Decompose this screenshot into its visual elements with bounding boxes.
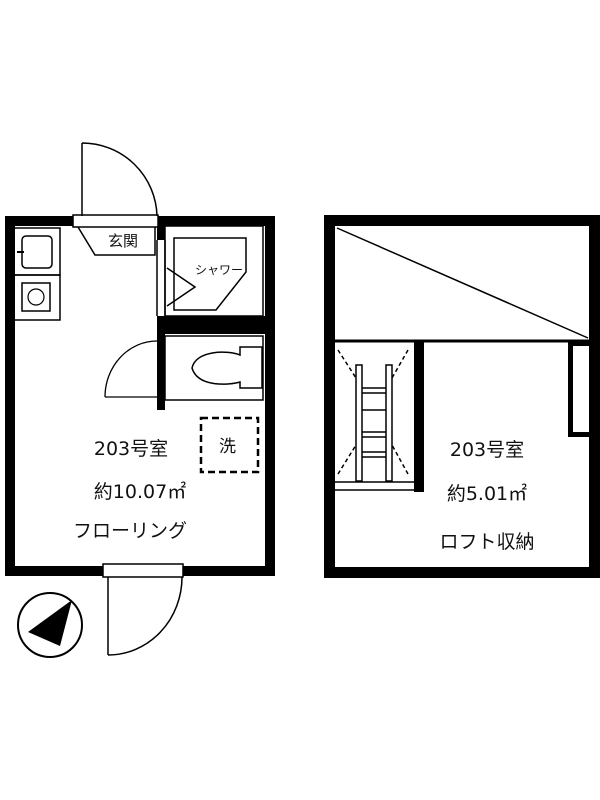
shower-door[interactable]	[166, 267, 197, 307]
loft-area: 約5.01㎡	[447, 482, 527, 505]
compass-icon	[17, 592, 83, 658]
loft-unit	[324, 215, 600, 578]
stove-icon	[21, 282, 51, 312]
balcony-door-frame	[102, 563, 184, 578]
shower-tray	[173, 237, 247, 311]
washer-label: 洗	[219, 437, 236, 457]
stove-counter	[11, 274, 61, 321]
shower-label: シャワー	[195, 263, 243, 277]
main-unit	[5, 142, 275, 656]
toilet-room	[164, 335, 264, 401]
entrance-door[interactable]	[81, 142, 158, 217]
loft-room-number: 203号室	[450, 439, 524, 461]
balcony-door[interactable]	[107, 576, 183, 656]
entrance-label: 玄関	[108, 232, 138, 250]
washer-space	[199, 416, 260, 474]
partition-wall	[157, 316, 265, 334]
toilet-door[interactable]	[104, 340, 158, 398]
genkan-area	[77, 226, 156, 256]
entrance-door-frame	[72, 214, 159, 228]
ceiling-slope-line	[336, 227, 589, 339]
toilet-icon	[191, 346, 263, 389]
loft-closet	[573, 346, 589, 432]
loft-type: ロフト収納	[439, 531, 534, 553]
ladder-icon[interactable]	[337, 349, 409, 482]
main-room-area: 約10.07㎡	[94, 480, 186, 503]
main-room-floor: フローリング	[73, 520, 187, 542]
shower-room	[164, 225, 264, 317]
main-room-number: 203号室	[94, 438, 168, 460]
